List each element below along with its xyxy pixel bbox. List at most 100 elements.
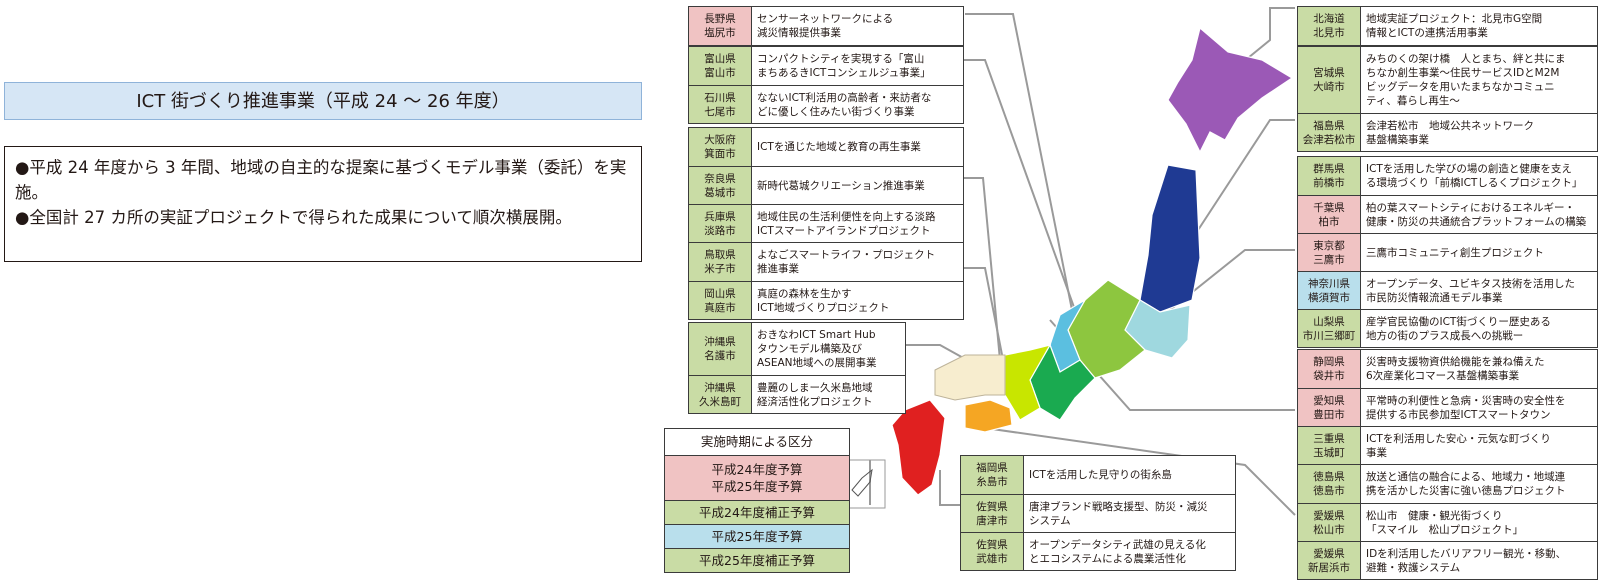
project-location: 三重県玉城町 (1298, 427, 1361, 464)
project-location: 千葉県柏市 (1298, 196, 1361, 233)
project-name: コンパクトシティを実現する「富山 まちあるきICTコンシェルジュ事業」 (757, 53, 931, 79)
prefecture-name: 静岡県 (1313, 356, 1345, 368)
project-entry: 沖縄県名護市おきなわICT Smart Hub タウンモデル構築及び ASEAN… (689, 323, 905, 375)
prefecture-name: 東京都 (1313, 239, 1345, 252)
prefecture-name: 沖縄県 (704, 381, 736, 394)
project-location: 宮城県大崎市 (1298, 47, 1361, 113)
project-name: センサーネットワークによる 減災情報提供事業 (757, 13, 894, 39)
project-location: 佐賀県武雄市 (961, 533, 1024, 570)
description-line-2: ●全国計 27 カ所の実証プロジェクトで得られた成果について順次横展開。 (15, 208, 572, 227)
city-name: 会津若松市 (1302, 133, 1356, 146)
project-entry: 富山県富山市コンパクトシティを実現する「富山 まちあるきICTコンシェルジュ事業… (689, 47, 963, 85)
city-name: 玉城町 (1313, 446, 1345, 459)
project-entry: 佐賀県唐津市唐津ブランド戦略支援型、防災・減災 システム (961, 494, 1235, 532)
project-entry: 神奈川県横須賀市オープンデータ、ユビキタス技術を活用した 市民防災情報流通モデル… (1298, 271, 1597, 309)
city-name: 徳島市 (1313, 485, 1345, 497)
project-location: 奈良県葛城市 (689, 167, 752, 204)
prefecture-name: 三重県 (1313, 432, 1345, 445)
project-name: おきなわICT Smart Hub タウンモデル構築及び ASEAN地域への展開… (757, 329, 877, 369)
okinawa-island (851, 468, 873, 497)
project-location: 富山県富山市 (689, 47, 752, 85)
project-name: みちのくの架け橋 人とまち、絆と共にま ちなか創生事業～住民サービスIDとM2M… (1366, 53, 1566, 107)
hokkaido-region (1167, 26, 1294, 154)
leader-line-tottori (960, 267, 1006, 371)
city-name: 豊田市 (1313, 408, 1345, 421)
prefecture-name: 佐賀県 (976, 538, 1008, 551)
project-name: 松山市 健康・観光街づくり 「スマイル 松山プロジェクト」 (1366, 509, 1524, 536)
project-name: オープンデータシティ武雄の見える化 とエコシステムによる農業活性化 (1029, 538, 1206, 565)
city-name: 七尾市 (704, 105, 736, 118)
city-name: 箕面市 (704, 148, 736, 160)
page-title: ICT 街づくり推進事業（平成 24 ～ 26 年度） (4, 82, 642, 120)
project-location: 神奈川県横須賀市 (1298, 272, 1361, 309)
project-location: 兵庫県淡路市 (689, 205, 752, 242)
city-name: 袋井市 (1313, 370, 1345, 382)
project-name: ICTを活用した見守りの街糸島 (1029, 469, 1172, 481)
city-name: 横須賀市 (1308, 291, 1350, 304)
project-location: 佐賀県唐津市 (961, 495, 1024, 532)
leader-line-toyama (960, 59, 1076, 311)
project-entry: 福島県会津若松市会津若松市 地域公共ネットワーク 基盤構築事業 (1298, 113, 1597, 151)
project-entry: 山梨県市川三郷町産学官民協働のICT街づくりー歴史ある 地方の街のプラス成長への… (1298, 309, 1597, 347)
project-entry: 鳥取県米子市よなごスマートライフ・プロジェクト 推進事業 (689, 243, 963, 281)
city-name: 松山市 (1313, 523, 1345, 536)
project-location: 徳島県徳島市 (1298, 465, 1361, 503)
city-name: 新居浜市 (1308, 561, 1350, 574)
description-box: ●平成 24 年度から 3 年間、地域の自主的な提案に基づくモデル事業（委託）を… (4, 146, 642, 262)
city-name: 真庭市 (704, 301, 736, 314)
project-name: 産学官民協働のICT街づくりー歴史ある 地方の街のプラス成長への挑戦ー (1366, 315, 1551, 342)
project-name: 柏の葉スマートシティにおけるエネルギー・ 健康・防災の共通統合プラットフォームの… (1366, 201, 1587, 228)
project-name: よなごスマートライフ・プロジェクト 推進事業 (757, 249, 936, 275)
description-line-1: ●平成 24 年度から 3 年間、地域の自主的な提案に基づくモデル事業（委託）を… (15, 158, 627, 202)
project-group-chubu: 静岡県袋井市災害時支援物資供給機能を兼ね備えた 6次産業化コマース基盤構築事業愛… (1297, 349, 1598, 465)
project-group-hokkaido: 北海道北見市地域実証プロジェクト：北見市G空間 情報とICTの連携活用事業 (1297, 6, 1598, 46)
leader-line-nara (960, 177, 1001, 361)
city-name: 糸島市 (976, 476, 1008, 488)
project-group-okinawa: 沖縄県名護市おきなわICT Smart Hub タウンモデル構築及び ASEAN… (688, 322, 906, 414)
project-name: ICTを活用した学びの場の創造と健康を支え る環境づくり「前橋ICTしるくプロジ… (1366, 163, 1583, 189)
chugoku-region (934, 354, 1006, 401)
leader-line-hokkaido (1247, 7, 1295, 59)
project-name: 唐津ブランド戦略支援型、防災・減災 システム (1029, 500, 1208, 527)
city-name: 柏市 (1318, 215, 1340, 228)
project-location: 山梨県市川三郷町 (1298, 310, 1361, 347)
project-name: 豊麗のしまー久米島地域 経済活性化プロジェクト (757, 381, 873, 408)
project-location: 長野県塩尻市 (689, 7, 752, 45)
project-name: IDを利活用したバリアフリー観光・移動、 避難・救護システム (1366, 547, 1567, 574)
prefecture-name: 山梨県 (1313, 315, 1345, 328)
project-group-nagano: 長野県塩尻市センサーネットワークによる 減災情報提供事業 (688, 6, 964, 46)
tohoku-region (1139, 164, 1201, 313)
city-name: 前橋市 (1313, 177, 1345, 189)
city-name: 大崎市 (1313, 81, 1345, 93)
city-name: 塩尻市 (704, 27, 736, 39)
prefecture-name: 福島県 (1313, 119, 1345, 132)
project-name: 三鷹市コミュニティ創生プロジェクト (1366, 246, 1544, 259)
prefecture-name: 愛知県 (1313, 394, 1345, 407)
project-location: 群馬県前橋市 (1298, 157, 1361, 195)
prefecture-name: 沖縄県 (704, 336, 736, 348)
project-location: 愛知県豊田市 (1298, 389, 1361, 426)
project-entry: 佐賀県武雄市オープンデータシティ武雄の見える化 とエコシステムによる農業活性化 (961, 532, 1235, 570)
project-name: なないICT利活用の高齢者・来訪者な どに優しく住みたい街づくり事業 (757, 91, 932, 118)
prefecture-name: 石川県 (704, 91, 736, 104)
project-location: 北海道北見市 (1298, 7, 1361, 45)
project-entry: 徳島県徳島市放送と通信の融合による、地域力・地域連 携を活かした災害に強い徳島プ… (1298, 465, 1597, 503)
city-name: 唐津市 (976, 514, 1008, 527)
project-name: 真庭の森林を生かす ICT地域づくりプロジェクト (757, 287, 890, 314)
project-entry: 愛知県豊田市平常時の利便性と急病・災害時の安全性を 提供する市民参加型ICTスマ… (1298, 388, 1597, 426)
city-name: 北見市 (1313, 27, 1345, 39)
project-entry: 北海道北見市地域実証プロジェクト：北見市G空間 情報とICTの連携活用事業 (1298, 7, 1597, 45)
legend-item-h25: 平成25年度予算 (665, 524, 849, 548)
leader-line-shikoku (984, 427, 1296, 516)
prefecture-name: 北海道 (1313, 13, 1345, 25)
prefecture-name: 群馬県 (1313, 163, 1345, 175)
project-name: ICTを利活用した安心・元気な町づくり 事業 (1366, 432, 1551, 459)
project-name: 地域住民の生活利便性を向上する淡路 ICTスマートアイランドプロジェクト (757, 210, 936, 237)
project-entry: 静岡県袋井市災害時支援物資供給機能を兼ね備えた 6次産業化コマース基盤構築事業 (1298, 350, 1597, 388)
project-name: 地域実証プロジェクト：北見市G空間 情報とICTの連携活用事業 (1366, 13, 1543, 39)
project-location: 鳥取県米子市 (689, 243, 752, 281)
